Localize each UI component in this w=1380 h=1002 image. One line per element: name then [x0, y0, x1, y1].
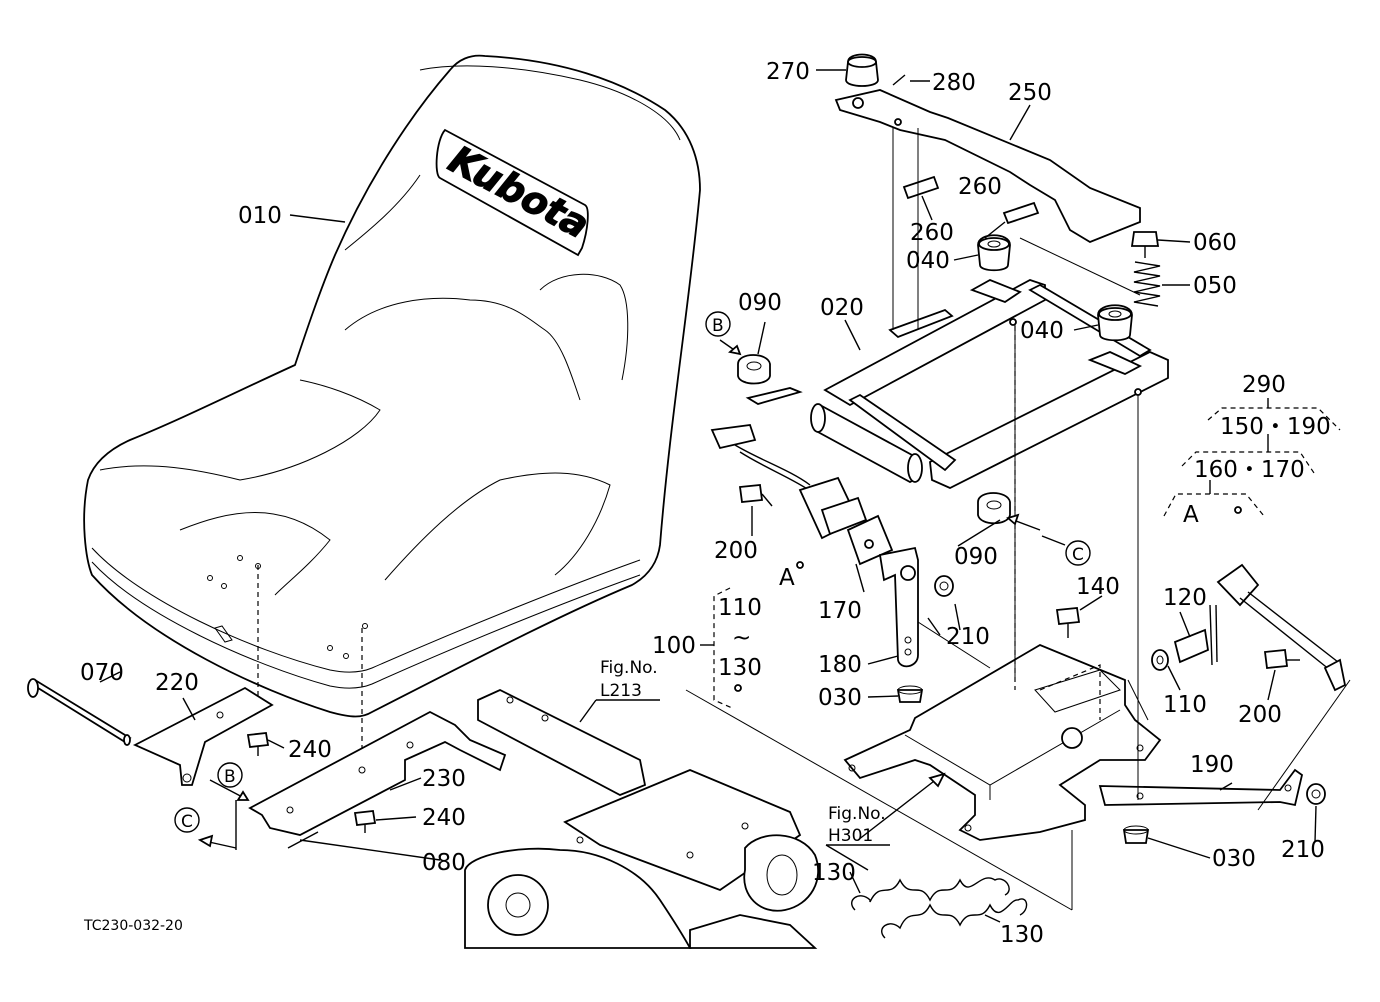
- springs-130: [851, 877, 1028, 939]
- seat-assembly: Kubota: [83, 54, 701, 760]
- bracket-250: [834, 89, 1141, 244]
- label-270: 270: [766, 59, 810, 85]
- label-120: 120: [1163, 585, 1207, 611]
- bracket-220: [132, 686, 274, 786]
- label-190: 190: [1190, 752, 1234, 778]
- label-040-a: 040: [906, 248, 950, 274]
- seat-belt-buckle: [710, 424, 894, 566]
- label-tilde: ~: [732, 625, 751, 651]
- circled-ref-b-top: B: [705, 311, 731, 337]
- fig-ref-h301: Fig.No. H301: [828, 804, 886, 846]
- svg-text:C: C: [1072, 545, 1084, 565]
- bracket-230: [248, 710, 507, 836]
- rubber-090-b: [977, 492, 1011, 525]
- drawing-code: TC230-032-20: [83, 918, 183, 934]
- label-180: 180: [818, 652, 862, 678]
- label-210-b: 210: [1281, 837, 1325, 863]
- label-060: 060: [1193, 230, 1237, 256]
- label-110-b: 110: [1163, 692, 1207, 718]
- circled-ref-c-right: C: [1065, 540, 1091, 566]
- washer-110: [1151, 649, 1169, 671]
- bolt-240-a: [246, 732, 270, 756]
- bolt-140: [1055, 607, 1081, 638]
- nut-030-right: [1122, 825, 1150, 844]
- label-090-b: 090: [954, 544, 998, 570]
- label-ref-a-right: A: [1183, 502, 1199, 528]
- label-050: 050: [1193, 273, 1237, 299]
- svg-text:B: B: [712, 316, 724, 336]
- spring-050: [1133, 261, 1161, 307]
- label-150-190: 150・190: [1220, 414, 1331, 440]
- label-230: 230: [422, 766, 466, 792]
- base-bracket: [843, 643, 1162, 841]
- label-160-170: 160・170: [1194, 457, 1305, 483]
- label-250: 250: [1008, 80, 1052, 106]
- label-210-a: 210: [946, 624, 990, 650]
- leader-lines: [99, 69, 1351, 923]
- bracket-190: [1098, 768, 1304, 807]
- label-ref-a-left: A: [779, 565, 795, 591]
- circled-ref-b-left: B: [217, 762, 243, 788]
- bolt-200-left: [738, 484, 773, 507]
- label-170: 170: [818, 598, 862, 624]
- label-280: 280: [932, 70, 976, 96]
- label-200-b: 200: [1238, 702, 1282, 728]
- label-130-a: 130: [718, 655, 762, 681]
- fig-ref-l213-code: L213: [600, 681, 642, 701]
- label-260-b: 260: [958, 174, 1002, 200]
- nut-210-right: [1306, 783, 1326, 805]
- label-260-a: 260: [910, 220, 954, 246]
- pin-120: [1173, 604, 1218, 666]
- part-labels: 270 280 250 260 260 060 040 050 040 090 …: [80, 59, 1331, 948]
- rubber-090-a: [737, 354, 771, 385]
- label-040-b: 040: [1020, 318, 1064, 344]
- kubota-logo-plate: [435, 128, 589, 257]
- label-080: 080: [422, 850, 466, 876]
- fig-ref-l213: Fig.No. L213: [600, 658, 658, 701]
- label-030-b: 030: [1212, 846, 1256, 872]
- seat-belt-tongue: [1216, 563, 1347, 692]
- label-220: 220: [155, 670, 199, 696]
- label-020: 020: [820, 295, 864, 321]
- circled-ref-c-left: C: [174, 807, 200, 833]
- nut-030-mid: [896, 685, 924, 703]
- pin-280: [892, 74, 906, 86]
- bolt-240-b: [353, 810, 377, 833]
- svg-text:C: C: [181, 812, 193, 832]
- label-070: 070: [80, 660, 124, 686]
- label-110-a: 110: [718, 595, 762, 621]
- rubber-grommet-040-a: [977, 234, 1011, 272]
- nut-210-mid: [934, 575, 954, 597]
- bolt-200-right: [1263, 649, 1300, 669]
- label-290: 290: [1242, 372, 1286, 398]
- label-090-a: 090: [738, 290, 782, 316]
- bracket-180: [878, 546, 919, 668]
- label-140: 140: [1076, 574, 1120, 600]
- pin-070: [27, 678, 132, 746]
- bolt-060: [1130, 231, 1160, 258]
- label-240-a: 240: [288, 737, 332, 763]
- label-100: 100: [652, 633, 696, 659]
- fig-ref-l213-title: Fig.No.: [600, 658, 658, 678]
- rubber-grommet-040-b: [1097, 304, 1133, 342]
- label-200-a: 200: [714, 538, 758, 564]
- fig-ref-h301-title: Fig.No.: [828, 804, 886, 824]
- label-130-b: 130: [812, 860, 856, 886]
- label-130-c: 130: [1000, 922, 1044, 948]
- svg-text:B: B: [224, 767, 236, 787]
- transmission-housing: [464, 689, 820, 949]
- rubber-cap-270: [845, 53, 879, 87]
- fig-ref-h301-code: H301: [828, 826, 873, 846]
- label-240-b: 240: [422, 805, 466, 831]
- label-030-a: 030: [818, 685, 862, 711]
- label-010: 010: [238, 203, 282, 229]
